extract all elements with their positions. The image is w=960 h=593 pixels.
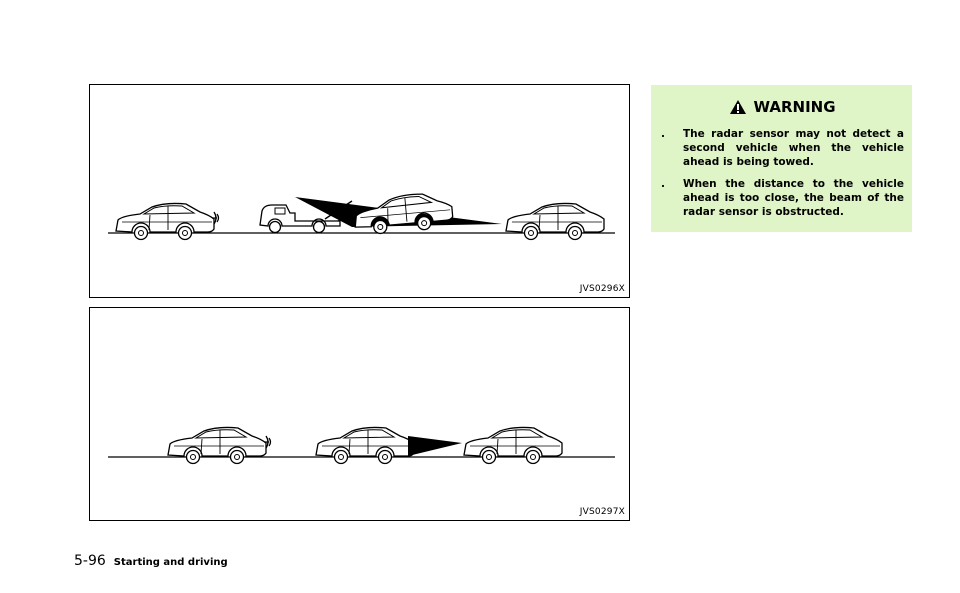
bullet: . — [661, 128, 665, 140]
radar-beam-shape — [408, 436, 462, 456]
warning-box: WARNING . The radar sensor may not detec… — [651, 85, 912, 232]
illustration-close-distance-scenario — [108, 426, 615, 465]
warning-triangle-icon — [730, 100, 747, 114]
warning-item-text: The radar sensor may not detect a second… — [683, 128, 904, 168]
warning-item-text: When the distance to the vehicle ahead i… — [683, 178, 904, 218]
figure-code: JVS0297X — [579, 507, 625, 517]
illustration-towing-scenario — [108, 190, 615, 241]
warning-list: . The radar sensor may not detect a seco… — [661, 127, 904, 219]
warning-header: WARNING — [661, 93, 904, 121]
page-footer: 5-96 Starting and driving — [74, 553, 228, 569]
towing-leading-vehicle-icon — [505, 202, 605, 241]
figure-towed-vehicle: JVS0296X — [89, 84, 630, 298]
own-vehicle-icon — [167, 426, 267, 465]
warning-item: . The radar sensor may not detect a seco… — [661, 127, 904, 169]
bullet: . — [661, 178, 665, 190]
figure-close-distance: JVS0297X — [89, 307, 630, 521]
leading-vehicle-icon — [463, 426, 563, 465]
figure-code: JVS0296X — [579, 284, 625, 294]
towed-vehicle-icon — [352, 190, 455, 237]
warning-title: WARNING — [753, 98, 836, 116]
close-vehicle-icon — [315, 426, 415, 465]
own-vehicle-icon — [115, 202, 215, 241]
section-name: Starting and driving — [113, 557, 228, 568]
page-number: 5-96 — [74, 553, 106, 569]
warning-item: . When the distance to the vehicle ahead… — [661, 177, 904, 219]
